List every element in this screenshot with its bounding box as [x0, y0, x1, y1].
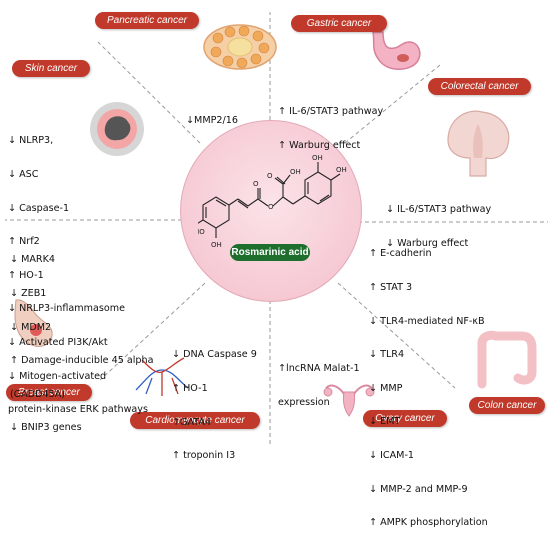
breast-effects: ↓ MARK4 ↓ ZEB1 ↓ MDM2 ↑ Damage-inducible…: [10, 232, 153, 456]
effect-item: ↑ HO-1: [8, 269, 44, 281]
rosmarinic-acid-circle: [180, 120, 362, 302]
effect-item: ↓ MMP-2 and MMP-9: [369, 483, 468, 495]
skin-lesion-icon: [90, 102, 144, 156]
colorectal-cancer-label: Colorectal cancer: [428, 78, 531, 95]
effect-item: ↑ troponin I3: [172, 450, 236, 462]
effect-item: ↑ Damage-inducible 45 alpha: [10, 355, 154, 367]
effect-item: ↑ Warburg effect: [278, 140, 361, 152]
oh-label: OH: [290, 168, 301, 176]
effect-item: ↓ Warburg effect: [386, 238, 469, 250]
colorectal-effects: ↓ IL-6/STAT3 pathway ↓ Warburg effect: [386, 182, 491, 272]
effect-item: ↓ DNA Caspase 9: [172, 349, 257, 361]
divider-top-left: [97, 41, 201, 144]
effect-item: ↓ NRLP3-inflammasome: [8, 303, 125, 315]
o-label: O: [253, 180, 259, 188]
breast-cancer-label: Breast cancer: [6, 384, 92, 401]
cardiomyocyte-effects: ↓ DNA Caspase 9 ↑ HO-1 ↑GATA4 ↑ troponin…: [172, 327, 257, 484]
effect-item: ↓ Caspase-1: [8, 202, 70, 214]
effect-item: (GADD45A): [10, 388, 66, 400]
ho-label: HO: [198, 228, 205, 236]
effect-item: ↓ BNIP3 genes: [10, 422, 82, 434]
divider-bottom-right: [337, 282, 456, 389]
effect-item: ↑ IL-6/STAT3 pathway: [278, 106, 384, 118]
divider-bottom-left: [99, 282, 206, 381]
colon-effects: ↑ E-cadherin ↑ STAT 3 ↓ TLR4-mediated NF…: [369, 226, 488, 551]
compound-label: Rosmarinic acid: [230, 244, 310, 261]
oh-label: OH: [336, 166, 347, 174]
pancreatic-cancer-label: Pancreatic cancer: [95, 12, 199, 29]
effect-item: ↑ AMPK phosphorylation: [369, 517, 488, 529]
diagram: OH OH OH O OH HO O O Rosmarinic acid: [5, 12, 548, 528]
effect-item: ↓MMP2/16: [186, 115, 238, 127]
ovary-effects: ↑lncRNA Malat-1 expression: [278, 341, 360, 431]
rosmarinic-acid-structure: OH OH OH O OH HO O O: [198, 154, 347, 249]
gastric-cancer-label: Gastric cancer: [291, 15, 387, 32]
effect-item: ↓ ZEB1: [10, 288, 47, 300]
skin-effects: ↓ NLRP3, ↓ ASC ↓ Caspase-1 ↑ Nrf2 ↑ HO-1…: [8, 113, 148, 438]
effect-item: ↑ E-cadherin: [369, 248, 432, 260]
o-label: O: [268, 203, 274, 211]
effect-item: protein-kinase ERK pathways: [8, 404, 148, 416]
effect-item: ↑ HO-1: [172, 383, 208, 395]
effect-item: ↓ Mitogen-activated: [8, 370, 107, 382]
oh-label: OH: [211, 241, 222, 249]
effect-item: ↓ ASC: [8, 169, 39, 181]
effect-item: ↓ TLR4: [369, 349, 405, 361]
effect-item: ↑GATA4: [172, 416, 212, 428]
gastric-effects: ↑ IL-6/STAT3 pathway ↑ Warburg effect: [278, 84, 383, 174]
ovary-cancer-label: Ovary cancer: [363, 410, 447, 427]
effect-item: ↑ STAT 3: [369, 282, 413, 294]
effect-item: ↓ MARK4: [10, 254, 55, 266]
colon-icon: [477, 330, 537, 389]
pancreatic-effects: ↓MMP2/16: [186, 93, 238, 149]
effect-item: ↓ NLRP3,: [8, 135, 54, 147]
uterus-ovary-icon: [323, 384, 375, 417]
divider-lines: [5, 12, 548, 445]
effect-item: ↓ MMP: [369, 382, 403, 394]
effect-item: ↓ ICAM-1: [369, 450, 415, 462]
skin-cancer-label: Skin cancer: [12, 60, 90, 77]
colorectal-polyp-icon: [447, 110, 510, 177]
effect-item: ↓ IL-6/STAT3 pathway: [386, 204, 492, 216]
pancreas-cells-icon: [203, 24, 277, 70]
oh-label: OH: [312, 154, 323, 162]
o-label: O: [267, 172, 273, 180]
effect-item: ↓ MDM2: [10, 321, 52, 333]
stomach-icon: [372, 31, 421, 70]
effect-item: ↓ EMT: [369, 416, 401, 428]
effect-item: expression: [278, 397, 330, 409]
heart-vessels-icon: [135, 357, 189, 396]
effect-item: ↑lncRNA Malat-1: [278, 363, 360, 375]
cardiomyocyte-cancer-label: Cardiomyocyte cancer: [130, 412, 260, 429]
colon-cancer-label: Colon cancer: [469, 397, 545, 414]
effect-item: ↓ TLR4-mediated NF-κB: [369, 315, 485, 327]
effect-item: ↓ Activated PI3K/Akt: [8, 337, 108, 349]
effect-item: ↑ Nrf2: [8, 236, 40, 248]
breast-tumor-icon: [14, 299, 53, 347]
